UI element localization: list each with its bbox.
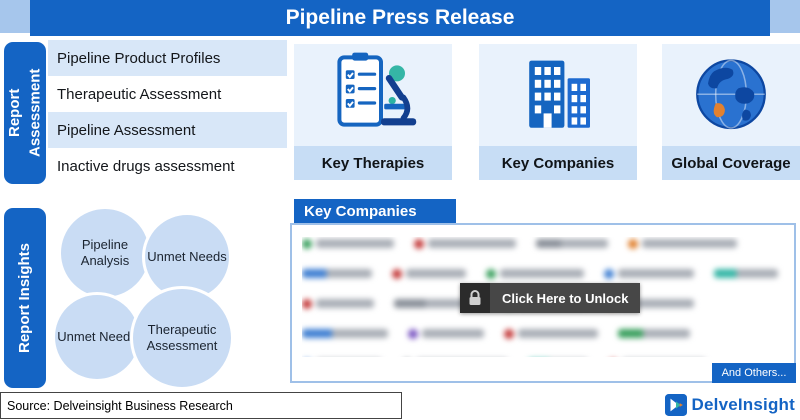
list-item: Pipeline Product Profiles [48, 40, 287, 76]
venn-circle: Pipeline Analysis [58, 206, 152, 300]
blurred-company-logo [628, 237, 737, 250]
blurred-company-logo [302, 267, 372, 280]
blurred-company-logo [536, 237, 608, 250]
lock-icon [460, 283, 490, 313]
and-others-badge: And Others... [712, 363, 796, 383]
assessment-list: Pipeline Product Profiles Therapeutic As… [48, 40, 287, 184]
blurred-company-logo [302, 327, 388, 340]
report-assessment-label: Report Assessment [5, 68, 43, 158]
clipboard-microscope-icon [294, 44, 452, 146]
blurred-logos [302, 237, 784, 357]
page-title: Pipeline Press Release [30, 0, 770, 36]
blurred-company-logo [394, 297, 484, 310]
blurred-company-logo [392, 267, 466, 280]
blurred-company-logo [486, 267, 584, 280]
buildings-icon [479, 44, 637, 146]
list-item: Inactive drugs assessment [48, 148, 287, 184]
source-attribution: Source: Delveinsight Business Research [0, 392, 402, 419]
globe-icon [662, 44, 800, 146]
blurred-company-logo [302, 297, 374, 310]
unlock-label: Click Here to Unlock [490, 283, 641, 313]
footer: Source: Delveinsight Business Research D… [0, 392, 800, 420]
key-companies-panel: Click Here to Unlock And Others... [290, 223, 796, 383]
blurred-company-logo [302, 237, 394, 250]
delveinsight-logo-icon [664, 394, 687, 416]
card-label-key-companies: Key Companies [479, 146, 637, 180]
blurred-company-logo [504, 327, 598, 340]
blurred-company-logo [408, 327, 484, 340]
blurred-company-logo [414, 237, 516, 250]
blurred-company-logo [618, 327, 690, 340]
card-global-coverage: Global Coverage [662, 44, 800, 180]
list-item: Therapeutic Assessment [48, 76, 287, 112]
card-label-global-coverage: Global Coverage [662, 146, 800, 180]
list-item: Pipeline Assessment [48, 112, 287, 148]
report-insights-label: Report Insights [15, 243, 33, 354]
brand-name: DelveInsight [691, 395, 795, 414]
report-insights-sidebar: Report Insights [4, 208, 46, 388]
key-companies-header: Key Companies [294, 199, 456, 223]
decorative-corner-left [0, 0, 30, 33]
blurred-company-logo [604, 267, 694, 280]
card-key-therapies: Key Therapies [294, 44, 452, 180]
unlock-button[interactable]: Click Here to Unlock [460, 283, 641, 313]
venn-circle: Unmet Needs [52, 292, 142, 382]
venn-circle: Therapeutic Assessment [130, 286, 234, 390]
card-label-key-therapies: Key Therapies [294, 146, 452, 180]
card-key-companies: Key Companies [479, 44, 637, 180]
insights-venn-diagram: Pipeline Analysis Unmet Needs Unmet Need… [50, 200, 262, 392]
delveinsight-logo: DelveInsight [664, 394, 795, 416]
report-assessment-sidebar: Report Assessment [4, 42, 46, 184]
decorative-corner-right [770, 0, 800, 33]
blurred-company-logo [714, 267, 778, 280]
